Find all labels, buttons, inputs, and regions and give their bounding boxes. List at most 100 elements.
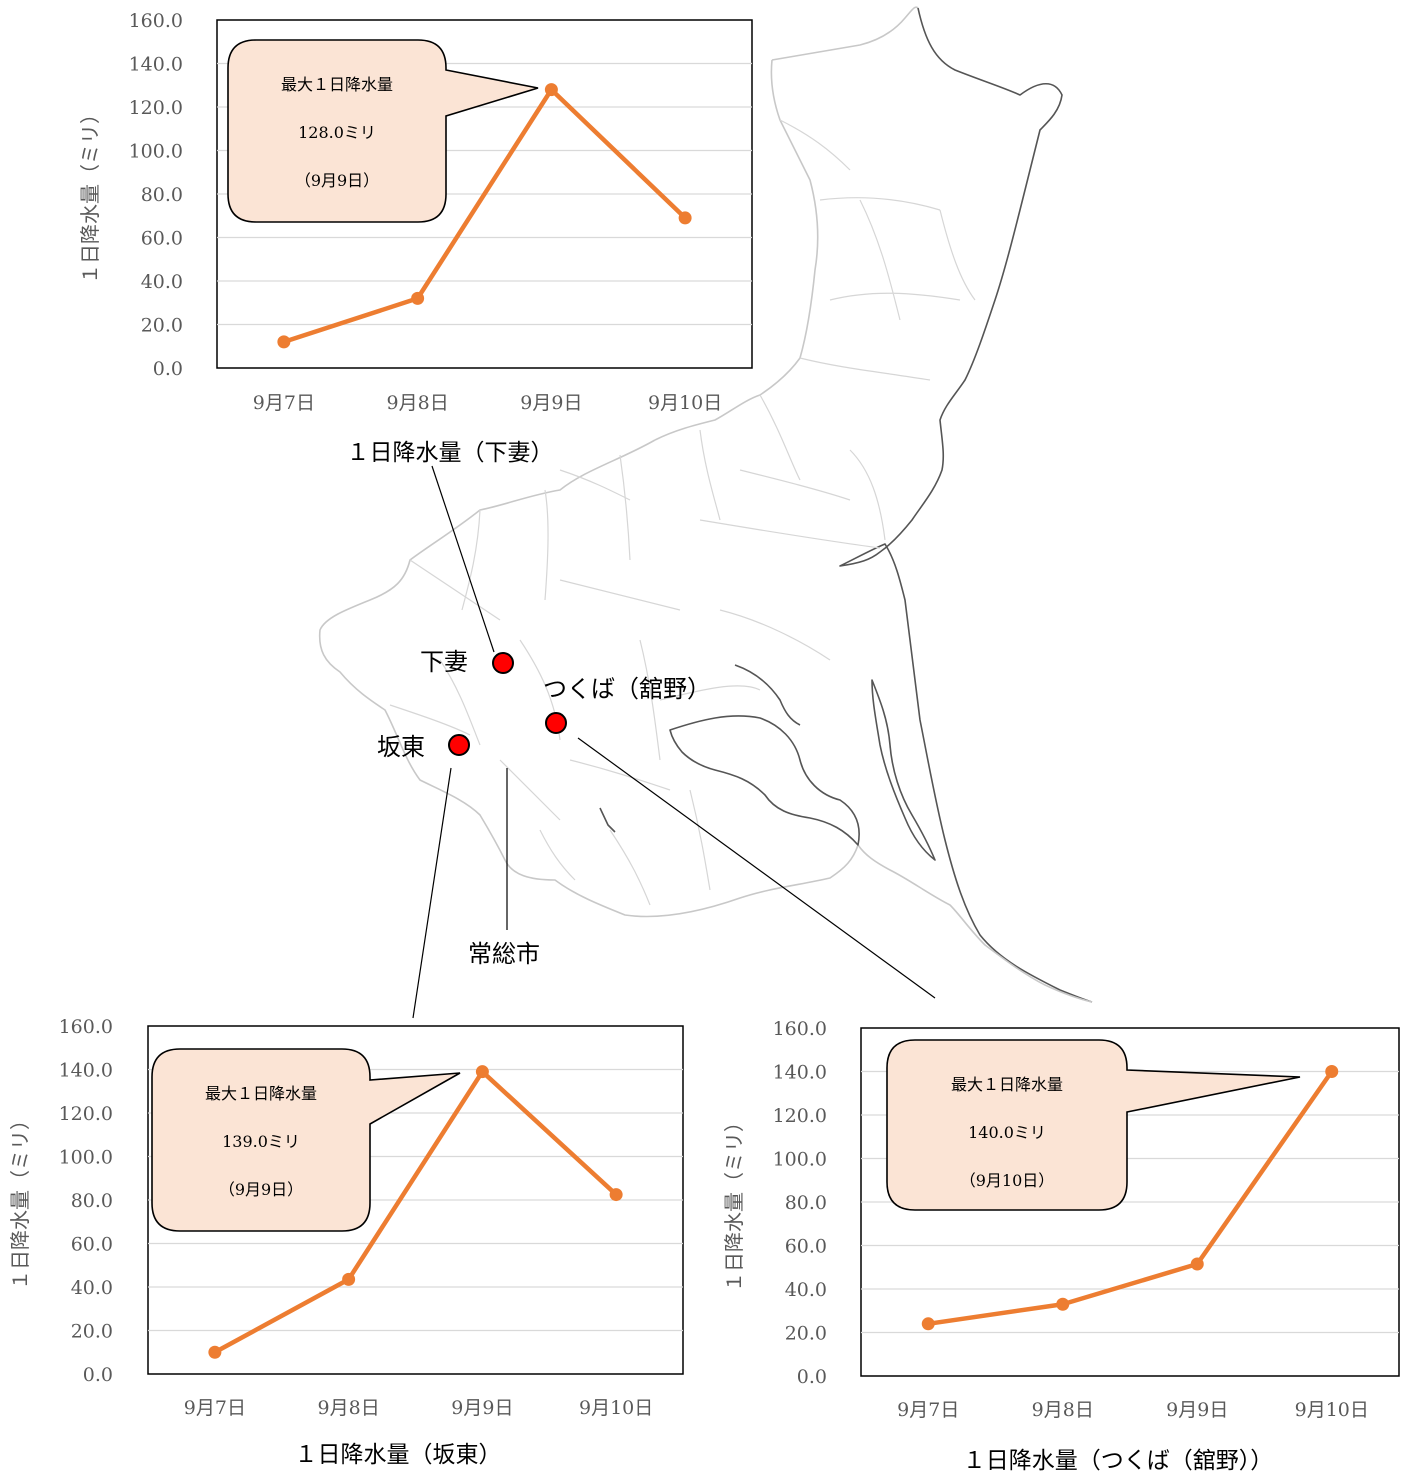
map-coast [839,7,1093,1003]
x-axis-title: １日降水量（つくば（舘野）） [963,1448,1274,1474]
y-tick-label: 20.0 [71,1321,113,1343]
y-tick-label: 100.0 [129,141,183,163]
data-point [678,211,692,225]
data-point [411,291,425,305]
data-point [208,1345,222,1359]
y-axis-title: １日降水量（ミリ） [722,1112,746,1292]
data-point [475,1065,489,1079]
station-markers: 下妻 つくば（舘野） 坂東 常総市 [377,648,711,968]
y-tick-label: 20.0 [785,1323,827,1345]
callout-bubble [151,1048,461,1232]
y-tick-label: 100.0 [59,1147,113,1169]
x-tick-label: 9月9日 [451,1397,513,1419]
x-tick-label: 9月8日 [318,1397,380,1419]
data-point [609,1188,623,1202]
x-tick-label: 9月9日 [520,392,582,414]
station-marker-shimotsuma[interactable] [492,652,514,674]
city-label-joso: 常総市 [468,940,540,968]
x-tick-labels: 9月7日 9月8日 9月9日 9月10日 [184,1397,653,1419]
callout-line-2: 128.0ミリ [298,123,376,142]
series-line [926,1069,1334,1327]
x-tick-labels: 9月7日 9月8日 9月9日 9月10日 [897,1399,1369,1421]
y-tick-label: 160.0 [773,1018,827,1040]
y-tick-label: 80.0 [785,1192,827,1214]
lake-kitaura [871,679,936,861]
y-tick-label: 20.0 [141,315,183,337]
gridlines [148,1068,683,1332]
x-tick-label: 9月10日 [579,1397,653,1419]
y-tick-label: 0.0 [153,358,183,380]
y-tick-label: 120.0 [59,1103,113,1125]
callout-bubble [227,39,539,223]
y-axis-title: １日降水量（ミリ） [8,1110,32,1290]
station-label-shimotsuma: 下妻 [420,648,468,676]
y-tick-label: 60.0 [141,228,183,250]
map-outline-west [318,439,859,918]
x-axis-title: １日降水量（坂東） [295,1442,502,1468]
callout-line-3: （9月9日） [219,1180,303,1199]
data-point [1190,1257,1204,1271]
y-tick-label: 140.0 [773,1062,827,1084]
callout-line-1: 最大１日降水量 [281,75,393,94]
y-axis-title: １日降水量（ミリ） [78,104,102,284]
station-label-tsukuba: つくば（舘野） [543,675,711,703]
series-line [281,87,688,345]
max-callout: 最大１日降水量 128.0ミリ （9月9日） [227,39,539,223]
leader-line-bando [412,767,452,1019]
y-tick-label: 40.0 [785,1279,827,1301]
station-marker-bando[interactable] [448,734,470,756]
leader-lines [412,465,936,1019]
callout-line-2: 140.0ミリ [968,1123,1046,1142]
y-tick-label: 40.0 [141,271,183,293]
y-tick-label: 100.0 [773,1149,827,1171]
lake-kasumigaura-west-arm [734,664,801,726]
y-tick-label: 60.0 [785,1236,827,1258]
y-tick-label: 140.0 [59,1060,113,1082]
y-tick-label: 140.0 [129,54,183,76]
x-tick-label: 9月10日 [648,392,722,414]
y-tick-label: 0.0 [797,1366,827,1388]
lake-ushiku [599,807,616,833]
y-tick-label: 80.0 [141,184,183,206]
chart-bando: 0.020.040.060.080.0100.0120.0140.0160.0 … [8,1016,684,1468]
series-line [212,1069,619,1355]
x-tick-label: 9月10日 [1295,1399,1369,1421]
chart-tsukuba: 0.020.040.060.080.0100.0120.0140.0160.0 … [722,1018,1400,1474]
callout-line-2: 139.0ミリ [222,1132,300,1151]
y-tick-label: 120.0 [129,97,183,119]
map-outline-south [857,844,1093,1003]
data-point [1056,1297,1070,1311]
callout-line-3: （9月10日） [960,1171,1055,1190]
prefecture-map [318,6,1093,1003]
map-outline-north-inland [654,59,819,441]
callout-line-1: 最大１日降水量 [205,1084,317,1103]
data-point [277,335,291,349]
lake-kasumigaura [669,715,860,846]
data-markers [921,1065,1339,1331]
chart-shimotsuma: 0.020.040.060.080.0100.0120.0140.0160.0 … [78,10,753,466]
station-marker-tsukuba[interactable] [545,712,567,734]
x-tick-label: 9月7日 [253,392,315,414]
data-point [1325,1065,1339,1078]
y-tick-label: 120.0 [773,1105,827,1127]
y-tick-label: 80.0 [71,1190,113,1212]
y-tick-labels: 0.0 20.0 40.0 60.0 80.0 100.0 120.0 140.0 160.0 [773,1018,827,1388]
max-callout: 最大１日降水量 139.0ミリ （9月9日） [151,1048,461,1232]
y-tick-label: 160.0 [59,1016,113,1038]
data-markers [208,1065,623,1359]
x-tick-labels: 9月7日 9月8日 9月9日 9月10日 [253,392,722,414]
x-tick-label: 9月8日 [387,392,449,414]
callout-bubble [886,1039,1301,1211]
station-label-bando: 坂東 [377,733,425,761]
x-tick-label: 9月7日 [897,1399,959,1421]
leader-line-shimotsuma [431,465,495,653]
y-tick-label: 40.0 [71,1277,113,1299]
x-tick-label: 9月8日 [1032,1399,1094,1421]
leader-line-tsukuba [577,737,936,999]
y-tick-label: 0.0 [83,1364,113,1386]
x-tick-label: 9月9日 [1166,1399,1228,1421]
x-tick-label: 9月7日 [184,1397,246,1419]
